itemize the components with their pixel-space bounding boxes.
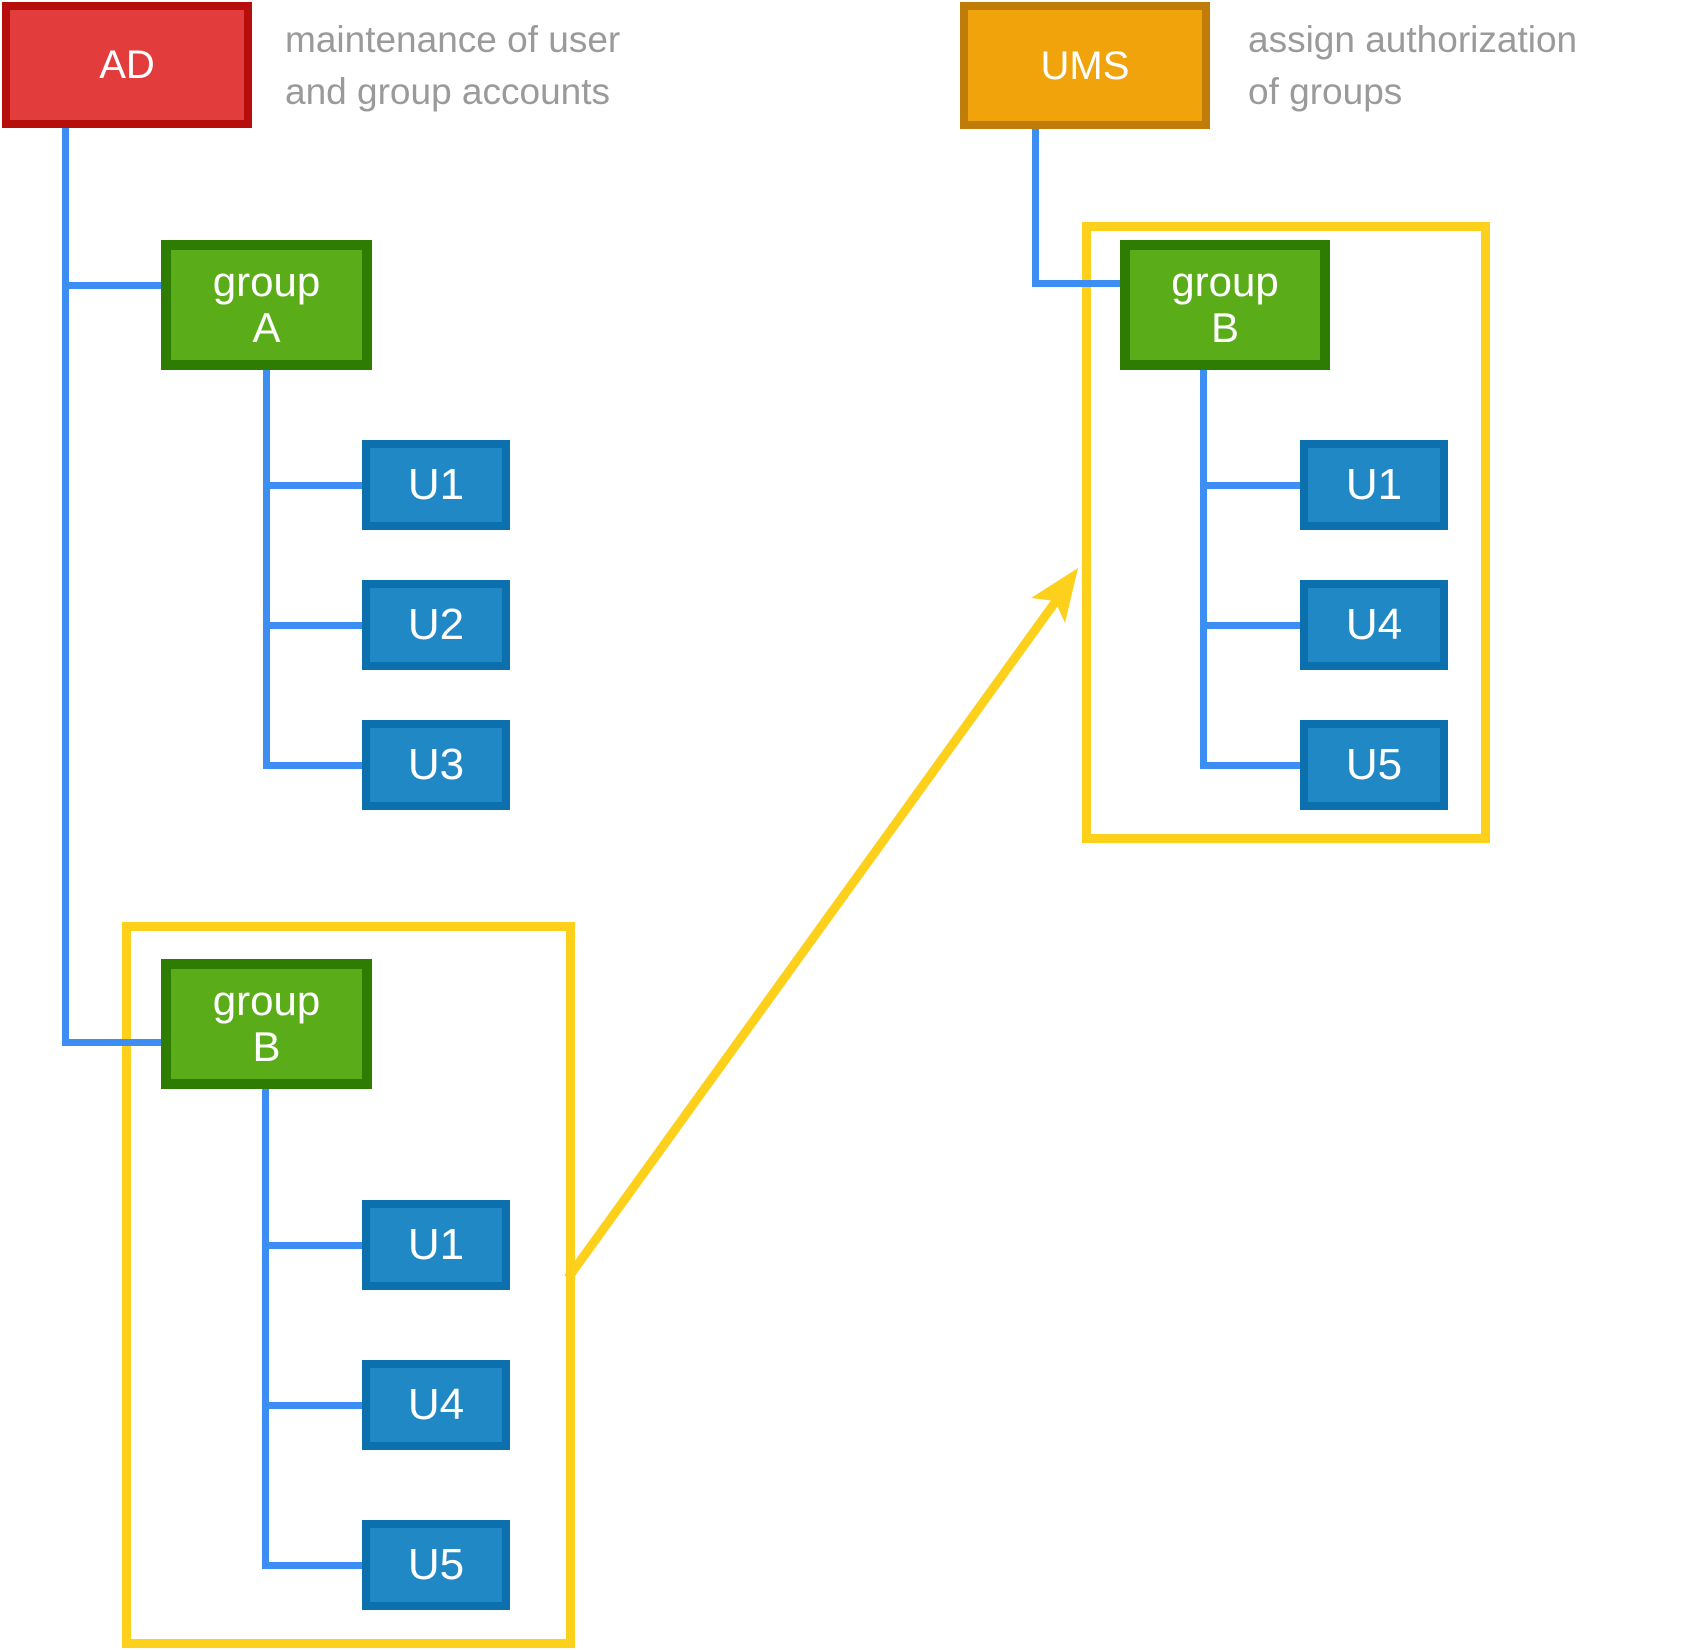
group-b-ums-label-line1: group xyxy=(1171,258,1279,305)
group-a-user-u3: U3 xyxy=(362,720,510,810)
user-label: U1 xyxy=(1345,459,1403,509)
connector-group-a-trunk xyxy=(263,370,270,769)
group-a-label-line1: group xyxy=(212,258,321,305)
group-b-ad-user-u5: U5 xyxy=(362,1520,510,1610)
group-b-ad-label-line2: B xyxy=(252,1023,281,1070)
user-label: U2 xyxy=(407,599,465,649)
connector-group-a-u2 xyxy=(263,622,362,629)
sync-arrowhead xyxy=(1031,568,1078,623)
connector-group-b-ad-u5 xyxy=(262,1562,362,1569)
ad-caption-line2: and group accounts xyxy=(285,71,611,112)
group-b-ad-node: group B xyxy=(161,959,372,1089)
user-label: U4 xyxy=(407,1379,465,1429)
connector-group-b-ums-u4 xyxy=(1200,622,1300,629)
group-b-ums-user-u1: U1 xyxy=(1300,440,1448,530)
connector-group-b-ad-u4 xyxy=(262,1402,362,1409)
group-a-node: group A xyxy=(161,240,372,370)
ums-node: UMS xyxy=(960,2,1210,129)
user-label: U3 xyxy=(407,739,465,789)
connector-ad-to-group-a xyxy=(62,282,161,289)
ad-node: AD xyxy=(2,2,252,128)
ums-caption: assign authorization of groups xyxy=(1248,14,1577,118)
group-a-user-u1: U1 xyxy=(362,440,510,530)
connector-ums-trunk xyxy=(1032,129,1039,287)
connector-group-a-u3 xyxy=(263,762,362,769)
user-label: U5 xyxy=(407,1539,465,1589)
connector-group-a-u1 xyxy=(263,482,362,489)
connector-group-b-ums-u1 xyxy=(1200,482,1300,489)
group-a-user-u2: U2 xyxy=(362,580,510,670)
ad-caption: maintenance of user and group accounts xyxy=(285,14,620,118)
ad-caption-line1: maintenance of user xyxy=(285,19,621,60)
ad-label: AD xyxy=(99,43,155,87)
connector-group-b-ad-u1 xyxy=(262,1242,362,1249)
connector-ums-to-group-b xyxy=(1032,280,1120,287)
group-a-label-line2: A xyxy=(252,304,281,351)
connector-group-b-ums-u5 xyxy=(1200,762,1300,769)
connector-group-b-ums-trunk xyxy=(1200,370,1207,769)
group-b-ad-label-line1: group xyxy=(212,977,321,1024)
group-b-ums-user-u4: U4 xyxy=(1300,580,1448,670)
user-label: U1 xyxy=(407,459,465,509)
connector-ad-trunk xyxy=(62,128,69,1046)
ums-caption-line2: of groups xyxy=(1248,71,1403,112)
group-b-ums-label-line2: B xyxy=(1210,304,1239,351)
user-label: U5 xyxy=(1345,739,1403,789)
group-b-ad-user-u4: U4 xyxy=(362,1360,510,1450)
ums-caption-line1: assign authorization xyxy=(1248,19,1578,60)
connector-group-b-ad-trunk xyxy=(262,1089,269,1569)
group-b-ad-container xyxy=(122,922,575,1648)
connector-ad-to-group-b xyxy=(62,1039,161,1046)
group-b-ums-user-u5: U5 xyxy=(1300,720,1448,810)
user-label: U1 xyxy=(407,1219,465,1269)
user-label: U4 xyxy=(1345,599,1403,649)
group-b-ums-node: group B xyxy=(1120,240,1330,370)
ums-label: UMS xyxy=(1040,43,1130,88)
group-b-ad-user-u1: U1 xyxy=(362,1200,510,1290)
group-b-ums-container xyxy=(1082,222,1490,843)
